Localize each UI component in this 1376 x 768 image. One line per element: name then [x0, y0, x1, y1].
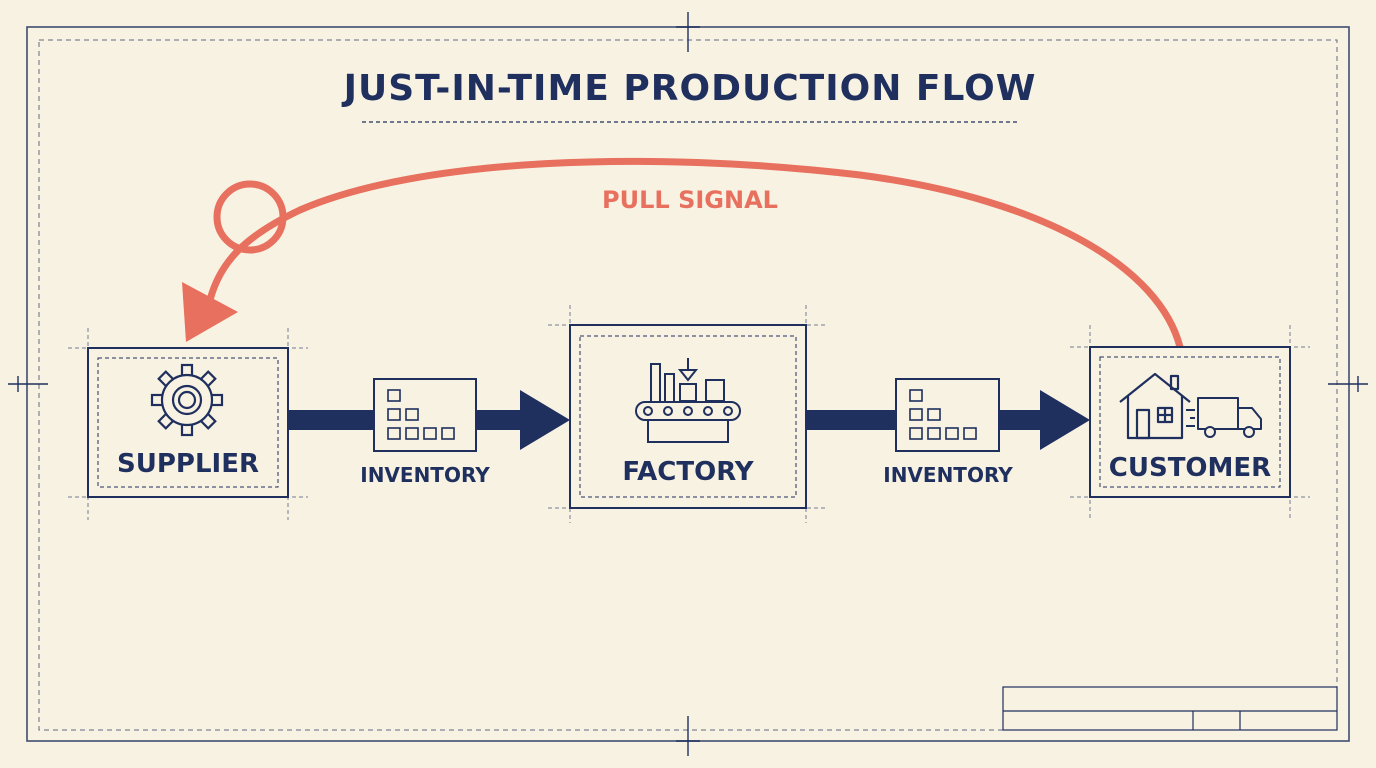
- node-factory: FACTORY: [548, 305, 828, 523]
- flow-arrowhead-2: [1040, 390, 1090, 450]
- customer-box: [1089, 346, 1291, 498]
- flow-arrow-shaft-2b: [999, 410, 1045, 430]
- flow-arrow-shaft-1b: [476, 410, 524, 430]
- pull-signal-loop: [213, 180, 287, 254]
- registration-marks: [8, 12, 1368, 756]
- gear-icon: [150, 363, 224, 437]
- factory-inner-frame: [579, 335, 797, 498]
- factory-box: [569, 324, 807, 509]
- inventory-label-2: INVENTORY: [883, 463, 1013, 487]
- flow-arrowhead-1: [520, 390, 570, 450]
- customer-inner-frame: [1099, 356, 1281, 488]
- flow-arrows: [288, 390, 1090, 450]
- factory-conveyor-icon: [635, 358, 741, 443]
- pull-signal-arrowhead: [182, 282, 238, 342]
- node-customer: CUSTOMER: [1070, 325, 1310, 520]
- customer-label: CUSTOMER: [1109, 453, 1271, 483]
- inventory-label-1: INVENTORY: [360, 463, 490, 487]
- node-supplier: SUPPLIER: [68, 328, 308, 520]
- supplier-label: SUPPLIER: [117, 449, 259, 479]
- flow-arrow-shaft-2a: [806, 410, 896, 430]
- inventory-bins-icon: [909, 389, 977, 440]
- house-icon: [1119, 372, 1191, 440]
- inventory-buffer-1: INVENTORY: [360, 378, 490, 487]
- delivery-truck-icon: [1186, 397, 1262, 438]
- factory-label: FACTORY: [622, 457, 754, 487]
- pull-signal: PULL SIGNAL: [182, 157, 1184, 351]
- blueprint-frame: [8, 12, 1368, 756]
- inventory-bins-icon: [387, 389, 455, 440]
- inventory-buffer-2: INVENTORY: [883, 378, 1013, 487]
- flow-arrow-shaft-1a: [288, 410, 374, 430]
- page-title: JUST-IN-TIME PRODUCTION FLOW: [341, 68, 1037, 109]
- supplier-inner-frame: [97, 357, 279, 488]
- pull-signal-label: PULL SIGNAL: [602, 186, 778, 214]
- pull-signal-arrow: [206, 157, 1184, 351]
- title-block: [1002, 686, 1338, 731]
